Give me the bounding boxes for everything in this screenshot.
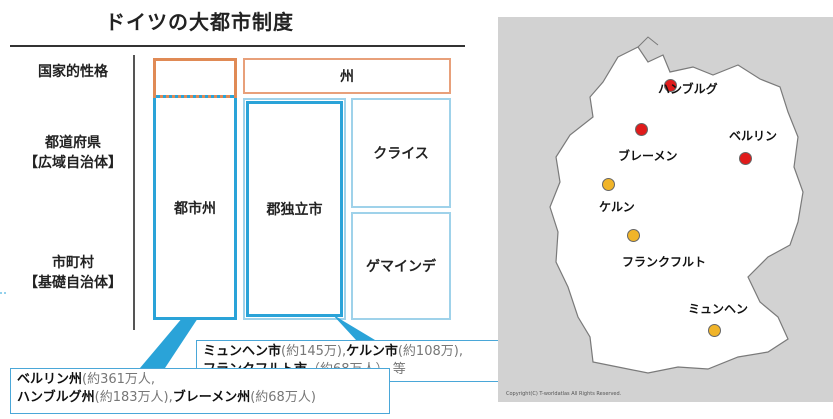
gemeinde-label: ゲマインデ (366, 259, 436, 275)
map-label-bremen: ブレーメン (618, 149, 678, 163)
map-label-munich: ミュンヘン (688, 302, 749, 316)
row-label-municipal-line2: 【基礎自治体】 (24, 275, 122, 291)
bremen-pop-text: (約68万人) (250, 390, 316, 405)
cologne-marker-icon (602, 178, 615, 191)
city-state-callout-line2: ハンブルグ州(約183万人),ブレーメン州(約68万人) (17, 389, 383, 407)
row-label-municipal: 市町村 【基礎自治体】 (18, 253, 128, 293)
district-free-city-outer (243, 98, 346, 320)
district-free-city-box: 郡独立市 (246, 101, 343, 317)
hamburg-marker-icon (664, 79, 677, 92)
diagram-title: ドイツの大都市制度 (105, 10, 294, 34)
row-label-prefecture-line1: 都道府県 (45, 135, 101, 151)
map-label-hamburg: ハンブルグ (658, 82, 718, 96)
district-free-city-label: 郡独立市 (266, 202, 323, 218)
axis-divider (133, 55, 135, 330)
germany-outline (549, 36, 804, 374)
row-label-prefecture: 都道府県 【広域自治体】 (18, 133, 128, 173)
gemeinde-box: ゲマインデ (351, 212, 451, 320)
berlin-marker-icon (739, 152, 752, 165)
berlin-pop-text: (約361万人, (82, 372, 156, 387)
free-city-callout-line1: ミュンヘン市(約145万),ケルン市(約108万), (203, 343, 519, 361)
city-state-label: 都市州 (174, 200, 216, 217)
kreis-box: クライス (351, 98, 451, 208)
kreis-label: クライス (373, 146, 429, 162)
city-state-callout-line1: ベルリン州(約361万人, (17, 371, 383, 389)
frankfurt-marker-icon (627, 229, 640, 242)
free-city-pointer (332, 314, 375, 340)
callout-pointers (0, 292, 375, 368)
bremen-state-text: ブレーメン州 (172, 390, 251, 405)
germany-map: ハンブルグ ブレーメン ベルリン ケルン フランクフルト ミュンヘン Copyr… (498, 17, 833, 402)
city-state-dotted-top (156, 95, 234, 98)
map-label-berlin: ベルリン (729, 129, 778, 143)
map-label-frankfurt: フランクフルト (622, 255, 707, 269)
title-underline (10, 45, 465, 47)
hamburg-state-text: ハンブルグ州 (17, 390, 95, 405)
map-label-cologne: ケルン (599, 200, 635, 214)
bremen-marker-icon (635, 123, 648, 136)
cologne-pop-text: (約108万), (397, 344, 463, 359)
map-copyright: Copyright(C) T-worldatlas All Rights Res… (506, 391, 622, 397)
munich-pop-text: (約145万), (281, 344, 347, 359)
munich-city-text: ミュンヘン市 (203, 344, 282, 359)
cologne-city-text: ケルン市 (346, 344, 398, 359)
row-label-municipal-line1: 市町村 (52, 255, 94, 271)
city-state-pointer (140, 317, 198, 368)
row-label-national: 国家的性格 (38, 64, 108, 80)
city-state-callout: ベルリン州(約361万人, ハンブルグ州(約183万人),ブレーメン州(約68万… (10, 368, 390, 414)
munich-marker-icon (708, 324, 721, 337)
hamburg-pop-text: (約183万人), (94, 390, 173, 405)
etc-text: 等 (392, 362, 406, 377)
state-label: 州 (340, 69, 354, 85)
berlin-state-text: ベルリン州 (17, 372, 83, 387)
state-box: 州 (243, 58, 451, 94)
row-label-prefecture-line2: 【広域自治体】 (24, 155, 122, 171)
